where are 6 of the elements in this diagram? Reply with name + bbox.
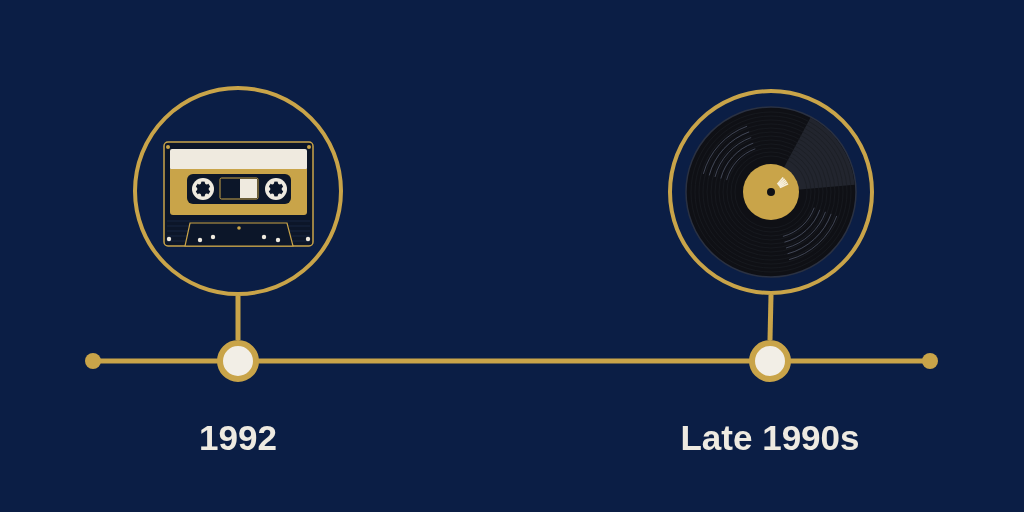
connector-line — [767, 294, 774, 341]
picture-circle — [133, 86, 343, 296]
date-label: Late 1990s — [680, 420, 860, 455]
connector-line — [235, 296, 241, 340]
picture-circle — [668, 89, 874, 295]
date-label: 1992 — [199, 420, 277, 455]
